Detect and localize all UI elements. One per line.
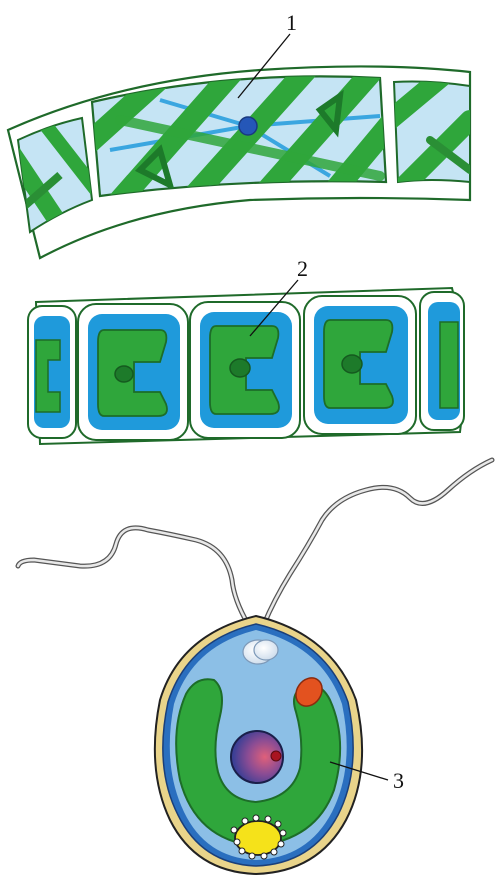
flagellum-left bbox=[18, 528, 248, 624]
spirogyra-filament: 1 bbox=[8, 10, 470, 258]
chlamydomonas-cell: 3 bbox=[18, 460, 492, 874]
label-1: 1 bbox=[286, 10, 297, 35]
zygnema-cell-3 bbox=[190, 302, 300, 438]
spirogyra-nucleus bbox=[239, 117, 257, 135]
flagella bbox=[18, 460, 492, 624]
zygnema-cell-5 bbox=[420, 292, 464, 430]
zygnema-cell-2 bbox=[78, 304, 188, 440]
flagellum-right bbox=[264, 460, 492, 624]
label-2: 2 bbox=[297, 256, 308, 281]
zygnema-cell-4 bbox=[304, 296, 416, 434]
zygnema-cell-1 bbox=[28, 306, 76, 438]
label-3: 3 bbox=[393, 768, 404, 793]
zygnema-filament: 2 bbox=[28, 256, 464, 444]
nucleolus bbox=[271, 751, 281, 761]
